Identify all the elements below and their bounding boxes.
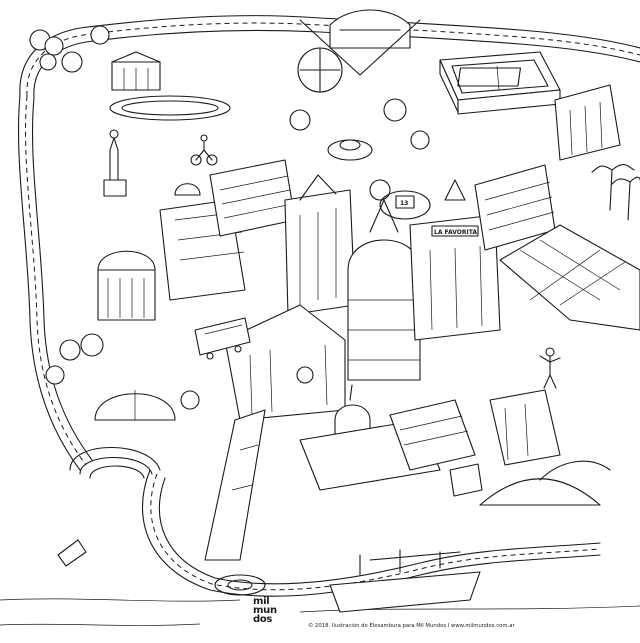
flower-clock: 13: [380, 191, 430, 219]
rotunda-building: [98, 251, 155, 320]
race-track: [110, 96, 230, 120]
domed-landmark: [348, 200, 420, 380]
stadium: [440, 52, 560, 114]
logo-line-3: dos: [253, 614, 273, 625]
planetarium: [298, 10, 420, 92]
parliament-building: [225, 305, 345, 420]
river: [0, 599, 640, 626]
dancer-figure: [540, 348, 560, 388]
mil-mundos-logo: mil mun dos: [253, 596, 297, 625]
logo-line-2: mun: [253, 605, 277, 616]
small-boat: [58, 540, 86, 566]
glass-tower: [475, 165, 555, 250]
roundabout: [215, 575, 265, 595]
amphitheatre: [70, 448, 160, 479]
museum-lower-right: [490, 390, 560, 465]
la-favorita-building: LA FAVORITA: [410, 180, 500, 340]
tower-walkway: [205, 410, 265, 560]
monument-statue: [104, 130, 126, 196]
la-favorita-sign: LA FAVORITA: [434, 229, 477, 236]
bus: [195, 318, 250, 359]
ship: [330, 550, 480, 612]
tower-building: [285, 175, 355, 315]
trees-left: [46, 334, 199, 409]
cyclist: [191, 135, 217, 165]
trees-top-left: [30, 26, 109, 72]
palace-top: [112, 52, 160, 90]
perimeter-road: [19, 16, 640, 470]
glass-dome: [95, 390, 175, 420]
park-fountain: [290, 99, 429, 200]
office-block: [210, 160, 295, 236]
logo-line-1: mil: [253, 596, 270, 607]
credit-line: © 2018. Ilustración de Elesambura para M…: [308, 623, 515, 629]
plaza-grid: [500, 225, 640, 330]
tram: [450, 464, 482, 496]
bridge: [480, 461, 610, 505]
lower-road: [143, 470, 601, 596]
palm-trees: [592, 165, 640, 220]
clock-number: 13: [400, 200, 408, 207]
brick-building: [390, 400, 475, 470]
museum-right: [555, 85, 620, 160]
